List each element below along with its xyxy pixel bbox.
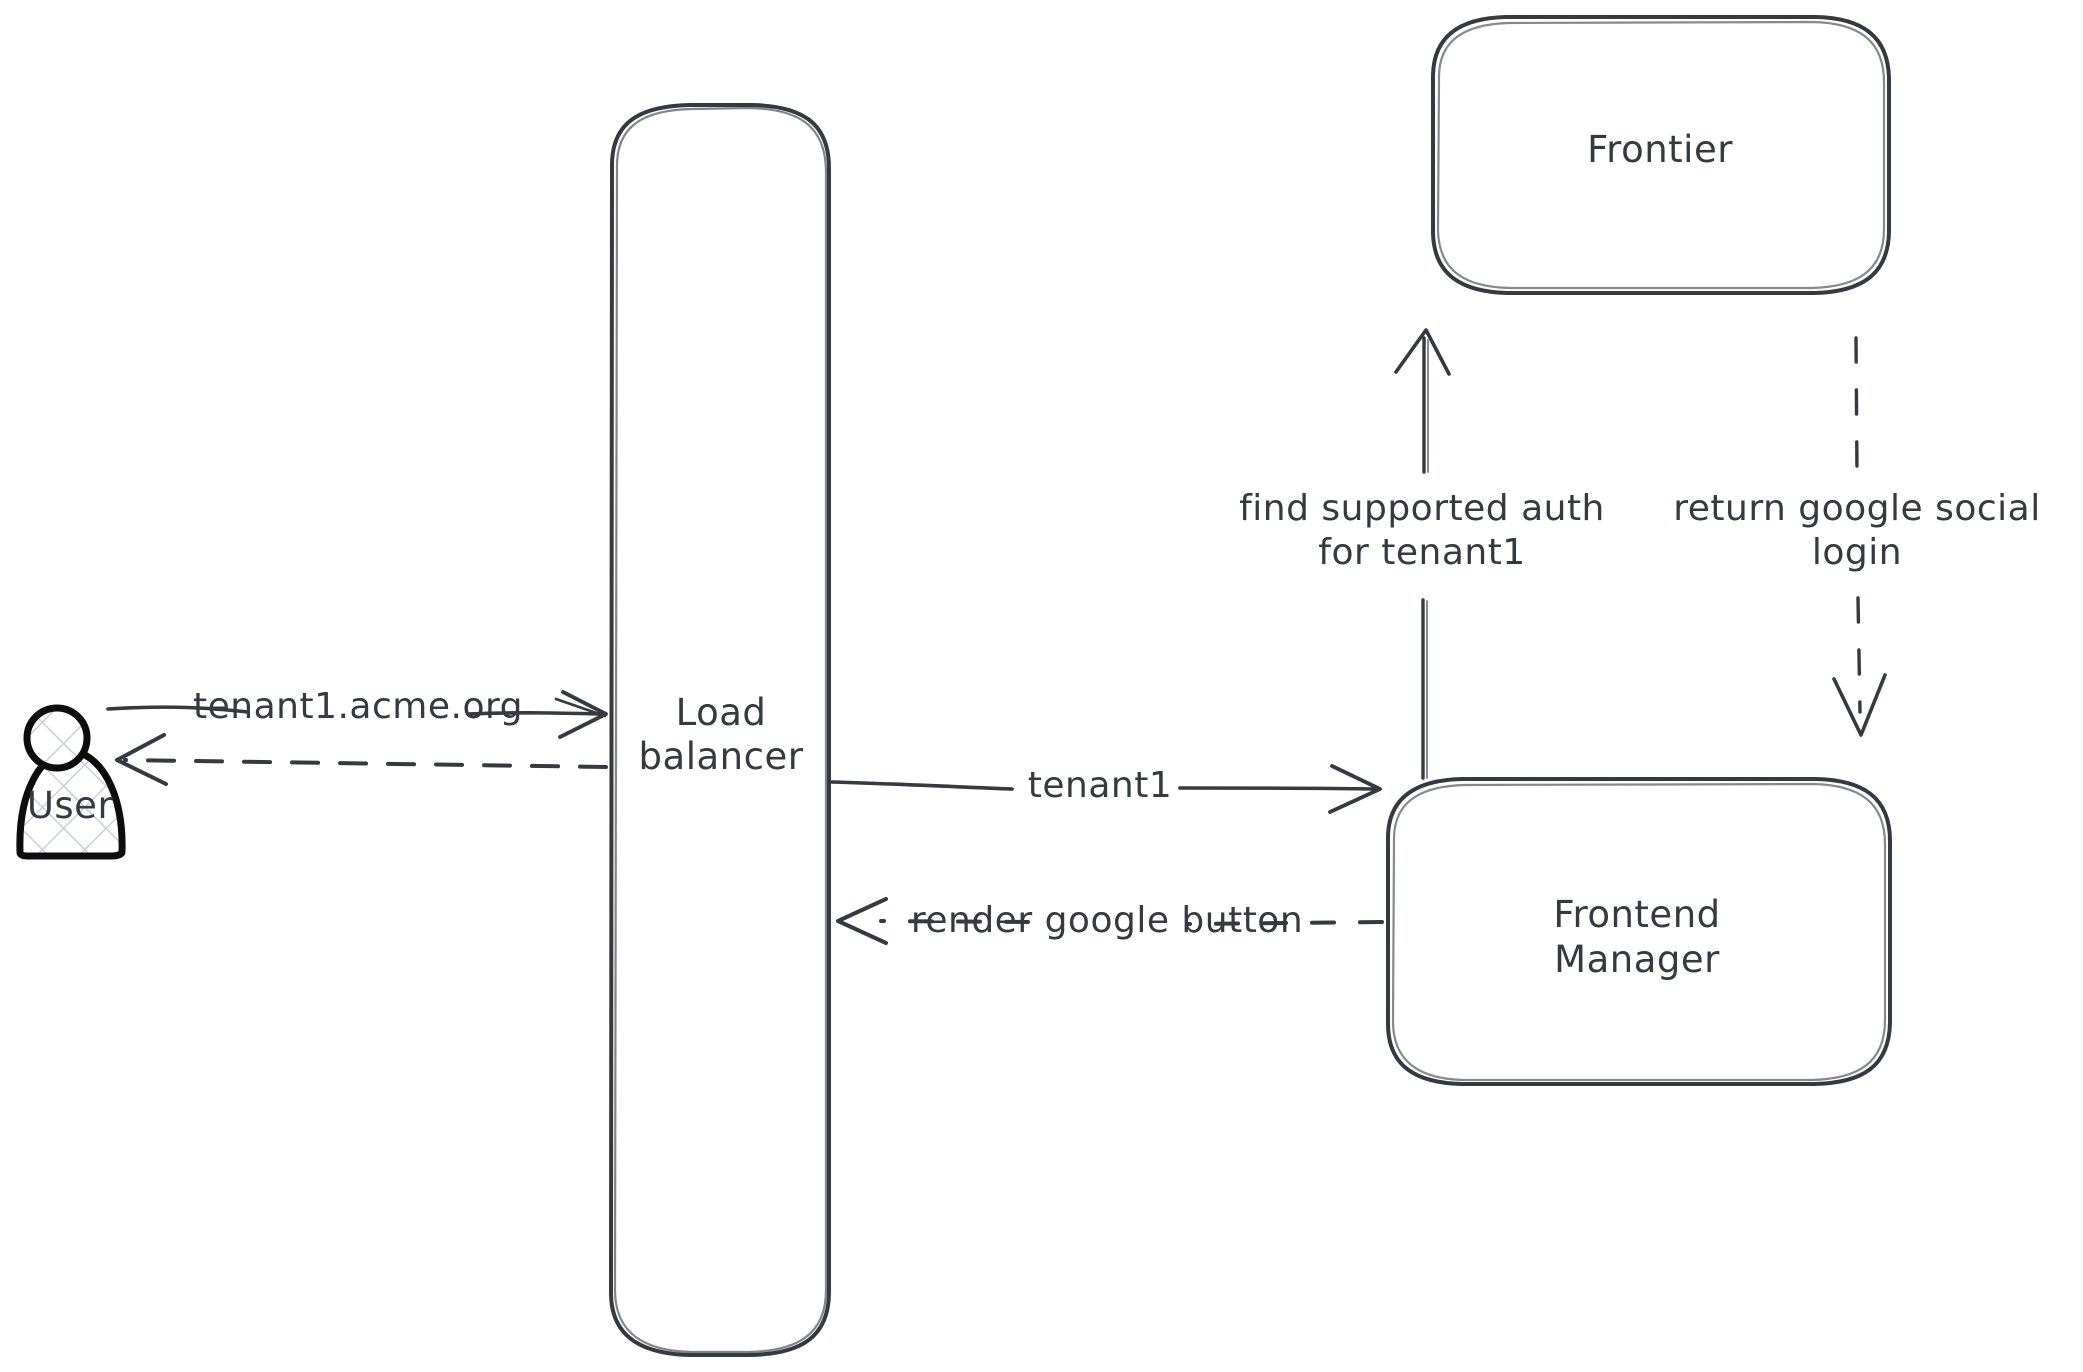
frontend-manager-label-line2: Manager — [1554, 938, 1720, 982]
edge-label-find-supported-auth-line2: for tenant1 — [1318, 531, 1526, 573]
edge-label-tenant1: tenant1 — [1027, 764, 1173, 806]
load-balancer-label-line2: balancer — [638, 735, 804, 779]
edge-label-return-google-social-line2: login — [1811, 531, 1903, 573]
load-balancer-label-line1: Load — [675, 691, 767, 735]
user-actor-label: User — [26, 784, 114, 828]
user-actor[interactable] — [16, 704, 126, 860]
edge-frontier-to-frontend-manager — [1832, 336, 1887, 737]
edge-frontend-manager-to-frontier — [1394, 328, 1451, 780]
frontier-label: Frontier — [1587, 128, 1733, 172]
frontier-node[interactable] — [1431, 15, 1891, 295]
edge-load-balancer-to-user — [115, 733, 608, 786]
frontend-manager-label-line1: Frontend — [1553, 893, 1721, 937]
edge-label-render-google-button: render google button — [910, 899, 1304, 941]
edge-label-return-google-social-line1: return google social — [1673, 487, 2041, 529]
edge-load-balancer-to-frontend-manager — [830, 764, 1382, 814]
edge-frontend-manager-to-load-balancer — [836, 897, 1384, 945]
load-balancer-node[interactable] — [609, 103, 831, 1357]
edge-label-find-supported-auth-line1: find supported auth — [1239, 487, 1605, 529]
frontend-manager-node[interactable] — [1386, 777, 1892, 1086]
edge-user-to-load-balancer — [106, 690, 608, 739]
edge-label-tenant1-acme-org: tenant1.acme.org — [193, 685, 523, 727]
person-icon — [16, 704, 126, 860]
